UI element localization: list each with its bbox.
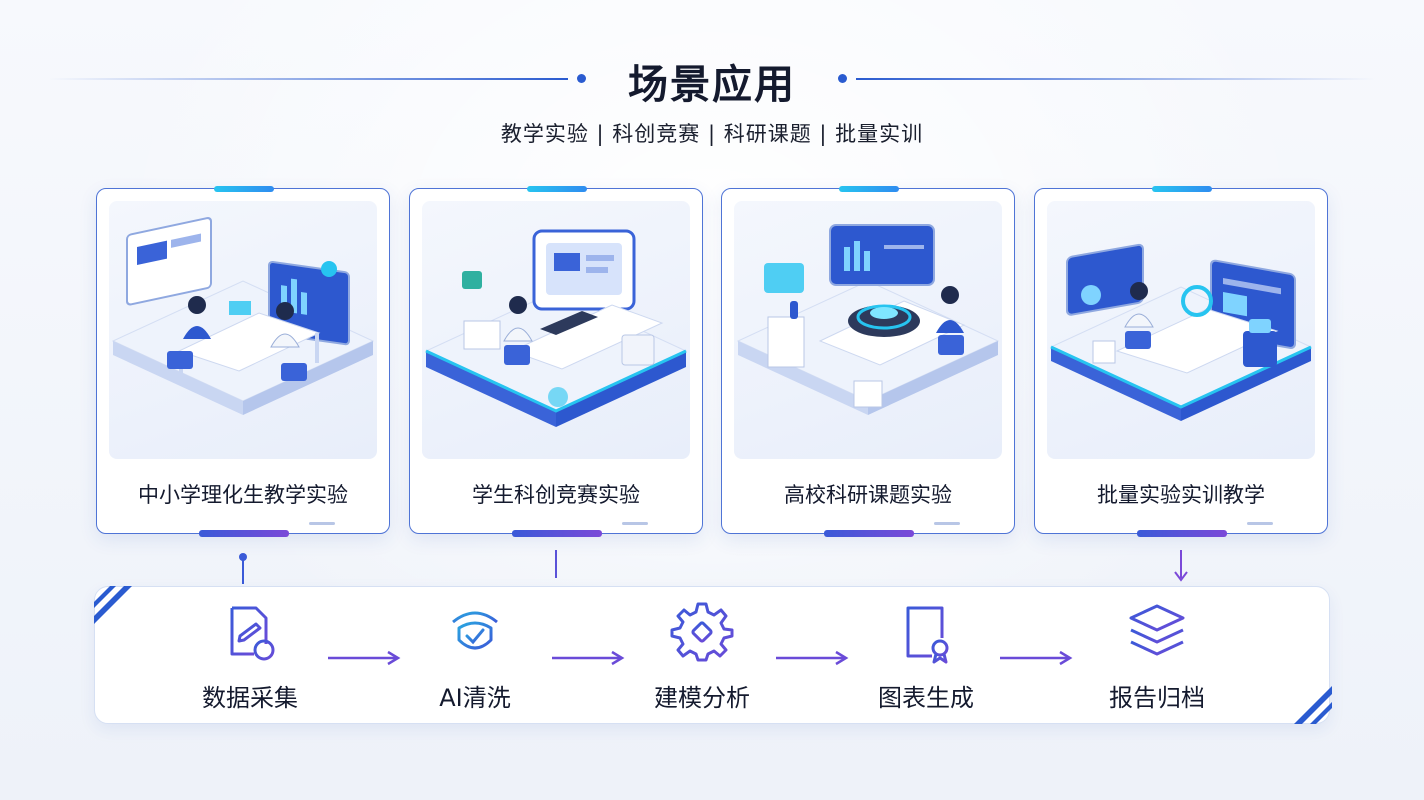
- page-title: 场景应用: [628, 62, 796, 108]
- card-dash: [309, 522, 335, 525]
- title-divider-left: [48, 78, 568, 80]
- card-dash: [622, 522, 648, 525]
- batch-training-illustration: [1047, 201, 1315, 459]
- card-tab-top: [839, 186, 899, 192]
- title-dot-right: [838, 74, 847, 83]
- report-icon: [906, 606, 949, 664]
- scene-card-batch-training[interactable]: 批量实验实训教学: [1034, 186, 1328, 537]
- title-dot-left: [577, 74, 586, 83]
- workflow-step-label: 图表生成: [878, 684, 974, 712]
- card-tab-top: [527, 186, 587, 192]
- research-lab-illustration: [734, 201, 1002, 459]
- card-dash: [1247, 522, 1273, 525]
- page-subtitle: 教学实验 | 科创竞赛 | 科研课题 | 批量实训: [500, 122, 924, 146]
- workflow-step-label: 数据采集: [202, 684, 298, 712]
- workflow-step-data-collection[interactable]: 数据采集: [165, 600, 335, 713]
- card-tab-top: [1152, 186, 1212, 192]
- workflow-step-chart-generation[interactable]: 图表生成: [841, 600, 1011, 713]
- card-dash: [934, 522, 960, 525]
- header: 场景应用: [0, 52, 1424, 112]
- workflow-step-label: 建模分析: [654, 684, 750, 712]
- workflow-step-modeling[interactable]: 建模分析: [617, 600, 787, 713]
- layers-icon: [1129, 604, 1185, 656]
- scene-card-label: 批量实验实训教学: [1097, 483, 1265, 507]
- corner-stripes-left: [94, 586, 138, 630]
- classroom-lab-illustration: [109, 201, 377, 459]
- flow-arrow-right-icon: [776, 650, 849, 666]
- flow-arrow-right-icon: [552, 650, 625, 666]
- scene-card-k12-lab[interactable]: 中小学理化生教学实验: [96, 186, 390, 537]
- scene-card-student-competition[interactable]: 学生科创竞赛实验: [409, 186, 703, 537]
- workflow-step-report-archive[interactable]: 报告归档: [1072, 600, 1242, 713]
- card-tab-bottom: [1137, 530, 1227, 537]
- scene-card-university-research[interactable]: 高校科研课题实验: [721, 186, 1015, 537]
- workflow-step-label: 报告归档: [1109, 684, 1205, 712]
- workflow-step-label: AI清洗: [439, 684, 511, 712]
- flow-arrow-right-icon: [1000, 650, 1073, 666]
- flow-arrow-right-icon: [328, 650, 401, 666]
- corner-stripes-right: [1288, 680, 1332, 724]
- card-tab-bottom: [824, 530, 914, 537]
- document-edit-icon: [230, 606, 275, 661]
- scene-card-label: 高校科研课题实验: [784, 483, 952, 507]
- scene-card-label: 中小学理化生教学实验: [138, 483, 348, 507]
- student-workstation-illustration: [422, 201, 690, 459]
- gear-icon: [670, 602, 734, 662]
- title-divider-right: [856, 78, 1376, 80]
- workflow-step-ai-cleaning[interactable]: AI清洗: [390, 600, 560, 713]
- workflow-panel: [94, 586, 1330, 724]
- card-tab-bottom: [199, 530, 289, 537]
- card-tab-top: [214, 186, 274, 192]
- shield-check-icon: [452, 611, 498, 650]
- card-tab-bottom: [512, 530, 602, 537]
- scene-card-label: 学生科创竞赛实验: [472, 483, 640, 507]
